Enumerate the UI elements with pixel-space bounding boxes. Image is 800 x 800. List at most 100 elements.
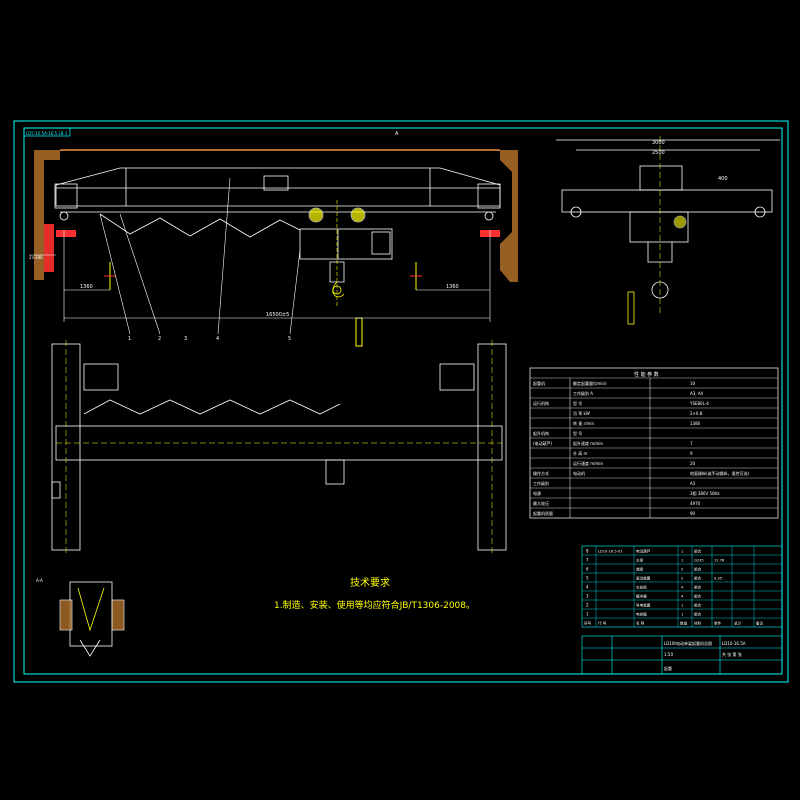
param-name: 运行速度 m/min [573,460,604,466]
parts-no: 6 [586,567,589,572]
building-walls [34,149,518,282]
parts-note: 0.35 [714,577,722,581]
title-scale: 1:50 [664,652,673,657]
parts-qty: 2 [681,577,683,581]
title-name: LD10t电动单梁起重机总图 [664,640,712,646]
param-name: 工作级别 A [573,390,593,396]
stamp-text: LD5-10.5A-16.5 LB-1 [26,131,68,136]
section-marker: A [395,131,399,137]
parts-no: 8 [586,549,589,554]
param-value: 1380 [690,421,701,426]
main-girder [55,167,501,213]
parts-list-border [581,545,783,628]
param-value: 7 [690,441,693,446]
dim-side-small: 400 [718,176,728,182]
plan-view [51,343,507,551]
dim-rail-left: 2×380 [29,255,43,260]
param-value: 4970 [690,501,701,506]
param-value: 9 [690,451,693,456]
plan-conductor [83,399,341,415]
parts-mat: 组合 [694,576,702,581]
parts-qty: 4 [681,586,684,590]
title-block [581,635,783,675]
parts-header-cell: 备注 [756,621,764,626]
balloon-3: 3 [184,336,187,342]
parts-name: 电控箱 [636,612,647,617]
parts-name: 导电装置 [636,603,651,608]
parts-header-cell: 总计 [734,621,742,626]
param-group: 起重机质量 [533,510,553,516]
param-value: A3 [690,481,696,486]
title-drawing-no: LD10-16.5A [722,641,746,646]
parts-header-cell: 代 号 [598,621,607,626]
parts-mat: Q235 [694,559,704,563]
balloon-4: 4 [216,336,219,342]
tech-req-title: 技术要求 [350,576,390,589]
parts-no: 1 [586,612,589,617]
leader-lines [99,177,301,335]
rail-left [56,230,76,237]
param-group: 运行机构 [533,400,549,406]
side-view [556,139,780,325]
front-dimensions [30,230,491,322]
param-value: 90 [690,511,696,516]
parts-mat: 组合 [694,567,702,572]
title-sheet: 共 张 第 张 [722,651,742,657]
parts-qty: 1 [681,613,683,617]
pendant-controls [104,262,422,347]
parts-qty: 1 [681,550,683,554]
parts-mat: 组合 [694,603,702,608]
param-table-title: 性 能 参 数 [634,371,659,378]
outer-frame [13,120,789,683]
parts-name: 电动葫芦 [636,549,651,554]
parts-header-cell: 材料 [694,621,702,626]
param-name: 起升速度 m/min [573,440,604,446]
param-table-border [529,367,779,519]
dim-span: 16500±5 [266,312,289,318]
param-name: 额定起重量(t/min) [573,380,607,386]
dim-side-width: 3000 [652,140,665,146]
tech-req-line1: 1.制造、安装、使用等均应符合JB/T1306-2008。 [274,599,475,611]
parts-header-cell: 序号 [584,621,592,626]
param-group: 最大轮压 [533,500,549,506]
parts-code: LD10-16.5-01 [598,550,623,554]
end-trucks [54,183,501,221]
parts-header-cell: 单件 [714,621,722,626]
parts-name: 缓冲器 [636,594,647,599]
parts-qty: 4 [681,595,684,599]
param-group: 起重机 [533,380,545,386]
param-name: 型 号 [573,400,582,406]
param-value: 3相 380V 50Hz [690,490,720,496]
parts-mat: 组合 [694,585,702,590]
param-value: 20 [690,461,696,466]
param-group: 工作级别 [533,480,549,486]
param-group: 操作方式 [533,470,549,476]
parts-header-cell: 数量 [680,621,688,626]
parts-qty: 1 [681,604,683,608]
parts-qty: 2 [681,568,683,572]
electric-hoist [299,207,393,298]
parts-qty: 1 [681,559,683,563]
conductor-line [99,213,301,238]
section-aa [59,581,125,657]
parts-name: 驱动装置 [636,576,651,581]
parts-no: 5 [586,576,589,581]
param-name: 转 速 r/min [573,420,595,426]
parts-mat: 组合 [694,594,702,599]
param-name: 电动机 [573,470,585,476]
parts-name: 车轮组 [636,585,647,590]
parts-no: 3 [586,594,589,599]
balloon-5: 5 [288,336,291,342]
parts-name: 端梁 [636,567,644,572]
param-name: 型 号 [573,430,582,436]
dim-left: 1360 [80,284,93,290]
param-name: 升 高 m [573,450,588,456]
parts-name: 主梁 [636,558,644,563]
stamp-box [23,127,71,137]
param-value: YSE80L-4 [689,401,709,406]
param-value: 10 [690,381,696,386]
inner-frame [23,127,783,675]
